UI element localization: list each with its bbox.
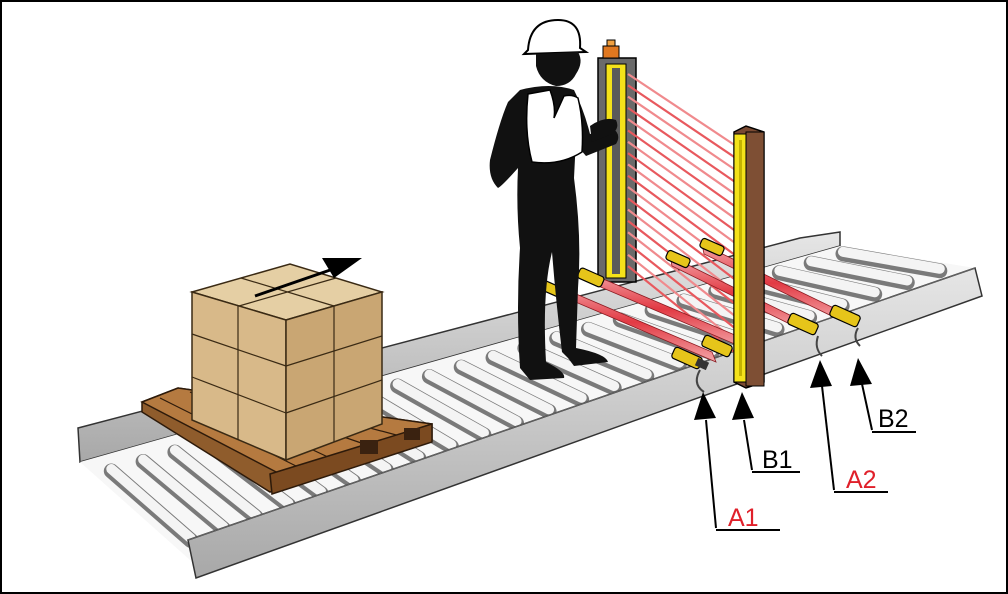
light-beam [627, 73, 737, 147]
light-beam [627, 118, 737, 196]
sensor-b2-icon [829, 304, 861, 328]
light-beam [627, 231, 737, 318]
light-beam [627, 208, 737, 294]
sensor-b1-icon [701, 334, 733, 358]
light-beam [627, 174, 737, 257]
light-beam [627, 163, 737, 245]
roller [837, 246, 945, 274]
light-beam [627, 152, 737, 233]
light-beam [627, 95, 737, 172]
hard-hat-icon [521, 18, 590, 56]
sensor-back-left-icon [539, 237, 725, 299]
arrow-b1-icon [732, 392, 754, 420]
cardboard-box-stack [189, 263, 385, 462]
callout-leaders [705, 383, 916, 531]
arrow-icon [254, 258, 362, 298]
label-b2: B2 [878, 405, 909, 433]
light-beam [627, 197, 737, 282]
label-a2: A2 [846, 466, 877, 494]
arrow-a1-icon [694, 392, 716, 420]
light-beam [627, 265, 737, 355]
sensor-a1-icon [671, 346, 710, 371]
label-a1: A1 [728, 504, 759, 532]
roller [774, 265, 880, 298]
roller [169, 445, 262, 520]
light-beam [627, 129, 737, 208]
roller [424, 369, 522, 427]
callout-arrowheads [694, 358, 872, 420]
roller [806, 256, 913, 286]
label-b1: B1 [762, 446, 793, 474]
light-beam [627, 84, 737, 160]
arrow-b2-icon [850, 358, 872, 386]
roller [583, 322, 685, 368]
roller [456, 360, 555, 415]
light-curtain-receiver [733, 125, 765, 389]
light-beam [627, 140, 737, 221]
light-beam [627, 106, 737, 184]
beacon-icon [602, 45, 620, 59]
roller [392, 379, 489, 438]
worker-silhouette-icon [489, 18, 619, 380]
light-beam [627, 242, 737, 330]
roller [138, 454, 229, 532]
light-beam [627, 253, 737, 343]
sensor-a2-icon [787, 312, 819, 336]
safety-vest [525, 89, 584, 164]
roller [106, 463, 196, 544]
arrow-a2-icon [810, 360, 832, 388]
